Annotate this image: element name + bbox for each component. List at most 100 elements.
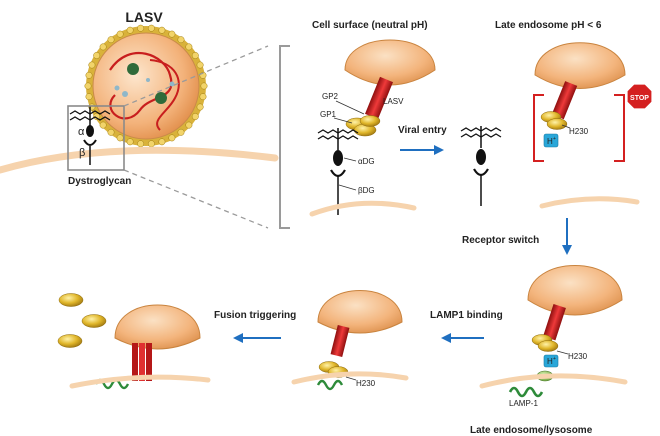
alpha-dg-leader <box>343 157 357 162</box>
cell-surface-title: Cell surface (neutral pH) <box>312 20 428 31</box>
virion-spike <box>168 134 176 142</box>
panel2-h230-label: H230 <box>569 127 589 136</box>
panel3-proton-sup: + <box>553 356 556 362</box>
beta-dg-label: βDG <box>358 186 375 195</box>
gp1-label: GP1 <box>320 110 337 119</box>
panel2-membrane <box>539 196 640 209</box>
virion-spike <box>177 128 185 136</box>
late-endosome-title: Late endosome pH < 6 <box>495 20 602 31</box>
panel3-proton-base: H <box>547 357 553 366</box>
panel2-proton-base: H <box>547 137 553 146</box>
panel4-virion-head <box>317 290 403 334</box>
panel3-gp1-subunits <box>531 334 559 352</box>
panel1-lasv-label: LASV <box>383 97 404 106</box>
virion-spike <box>147 140 155 148</box>
panel4-lamp1-helix <box>316 379 344 391</box>
panel3-membrane <box>479 373 628 389</box>
panel1-gp2-stalk <box>365 76 393 120</box>
virion-spike <box>185 121 193 129</box>
zoom-bracket <box>279 45 290 229</box>
virion-spike <box>85 93 93 101</box>
virion-spike <box>107 128 115 136</box>
panel2-bracket-left <box>533 94 544 162</box>
stop-sign-icon <box>626 83 653 110</box>
virion-spike <box>126 138 134 146</box>
fusion-triggering-label: Fusion triggering <box>214 310 296 321</box>
gp2-label: GP2 <box>322 92 339 101</box>
lamp1-label: LAMP-1 <box>509 399 538 408</box>
panel4-h230-leader <box>345 376 357 381</box>
panel2-dystroglycan <box>460 126 502 206</box>
virion-spike <box>191 52 199 59</box>
virion-spike <box>168 30 176 38</box>
virion-spike <box>88 61 96 69</box>
virion-spike <box>116 30 124 38</box>
virion-spike <box>84 82 92 90</box>
virion-spike <box>199 93 207 101</box>
virion-spike <box>200 82 208 90</box>
gp2-leader <box>335 100 365 115</box>
overview-alpha-label: α <box>78 126 85 138</box>
virion-spike <box>85 71 93 79</box>
overview-cell-membrane <box>0 146 279 174</box>
panel1-virion-head <box>344 39 436 86</box>
zoom-line-top <box>123 45 269 107</box>
panel3-gp2-stalk <box>543 303 566 341</box>
released-gp1-2 <box>81 314 107 328</box>
panel5-gp2-stalk <box>132 343 152 381</box>
late-endosome-lysosome-label: Late endosome/lysosome <box>470 425 593 436</box>
overview-dystroglycan <box>69 106 111 165</box>
panel2-virion-head <box>534 42 626 89</box>
gp1-leader <box>333 117 353 124</box>
panel2-proton-badge: H + <box>543 133 559 148</box>
alpha-dg-label: αDG <box>358 157 375 166</box>
panel2-proton-sup: + <box>553 136 556 142</box>
panel4-gp2-stalk <box>330 324 350 358</box>
zoom-line-bottom <box>123 169 269 229</box>
lasv-virion <box>84 24 208 148</box>
released-gp1-1 <box>58 293 84 307</box>
panel4-h230-label: H230 <box>356 379 376 388</box>
virion-spike <box>99 43 107 51</box>
virus-title: LASV <box>125 9 163 25</box>
virion-spike <box>107 36 115 44</box>
panel3-h230-label: H230 <box>568 352 588 361</box>
virion-surface-spikes <box>84 24 208 148</box>
virion-spike <box>116 134 124 142</box>
virion-spike <box>137 140 145 148</box>
panel3-lamp1-helix <box>508 386 544 398</box>
panel2-h230-leader <box>561 124 571 129</box>
virion-spike <box>196 103 204 111</box>
virion-spike <box>185 43 193 51</box>
virion-spike <box>158 26 166 34</box>
receptor-switch-label: Receptor switch <box>462 235 539 246</box>
panel3-virion-head <box>527 265 623 316</box>
zoom-highlight-box <box>67 105 125 171</box>
panel3-proton-badge: H + <box>543 354 559 368</box>
virion-spike <box>126 26 134 34</box>
virion-spike <box>177 36 185 44</box>
panel5-virion-head <box>114 304 201 350</box>
virion-spike <box>93 52 101 59</box>
viral-entry-label: Viral entry <box>398 125 447 136</box>
virion-spike <box>93 113 101 120</box>
stop-label: STOP <box>630 95 649 102</box>
overview-beta-label: β <box>79 147 85 159</box>
panel1-gp1-subunits <box>345 115 381 137</box>
virion-spike <box>158 138 166 146</box>
virion-spike <box>137 24 145 32</box>
panel2-gp2-stalk <box>551 81 578 120</box>
panel2-gp1-subunits <box>540 111 568 130</box>
panel5-membrane <box>69 374 211 389</box>
virion-spike <box>99 121 107 129</box>
lamp1-binding-label: LAMP1 binding <box>430 310 503 321</box>
panel4-membrane <box>291 371 409 385</box>
released-gp1-3 <box>57 334 83 348</box>
beta-dg-leader <box>338 184 357 191</box>
virion-spike <box>191 113 199 120</box>
dystroglycan-label: Dystroglycan <box>68 176 131 187</box>
panel3-h230-leader <box>556 350 569 355</box>
panel2-bracket-right <box>614 94 625 162</box>
